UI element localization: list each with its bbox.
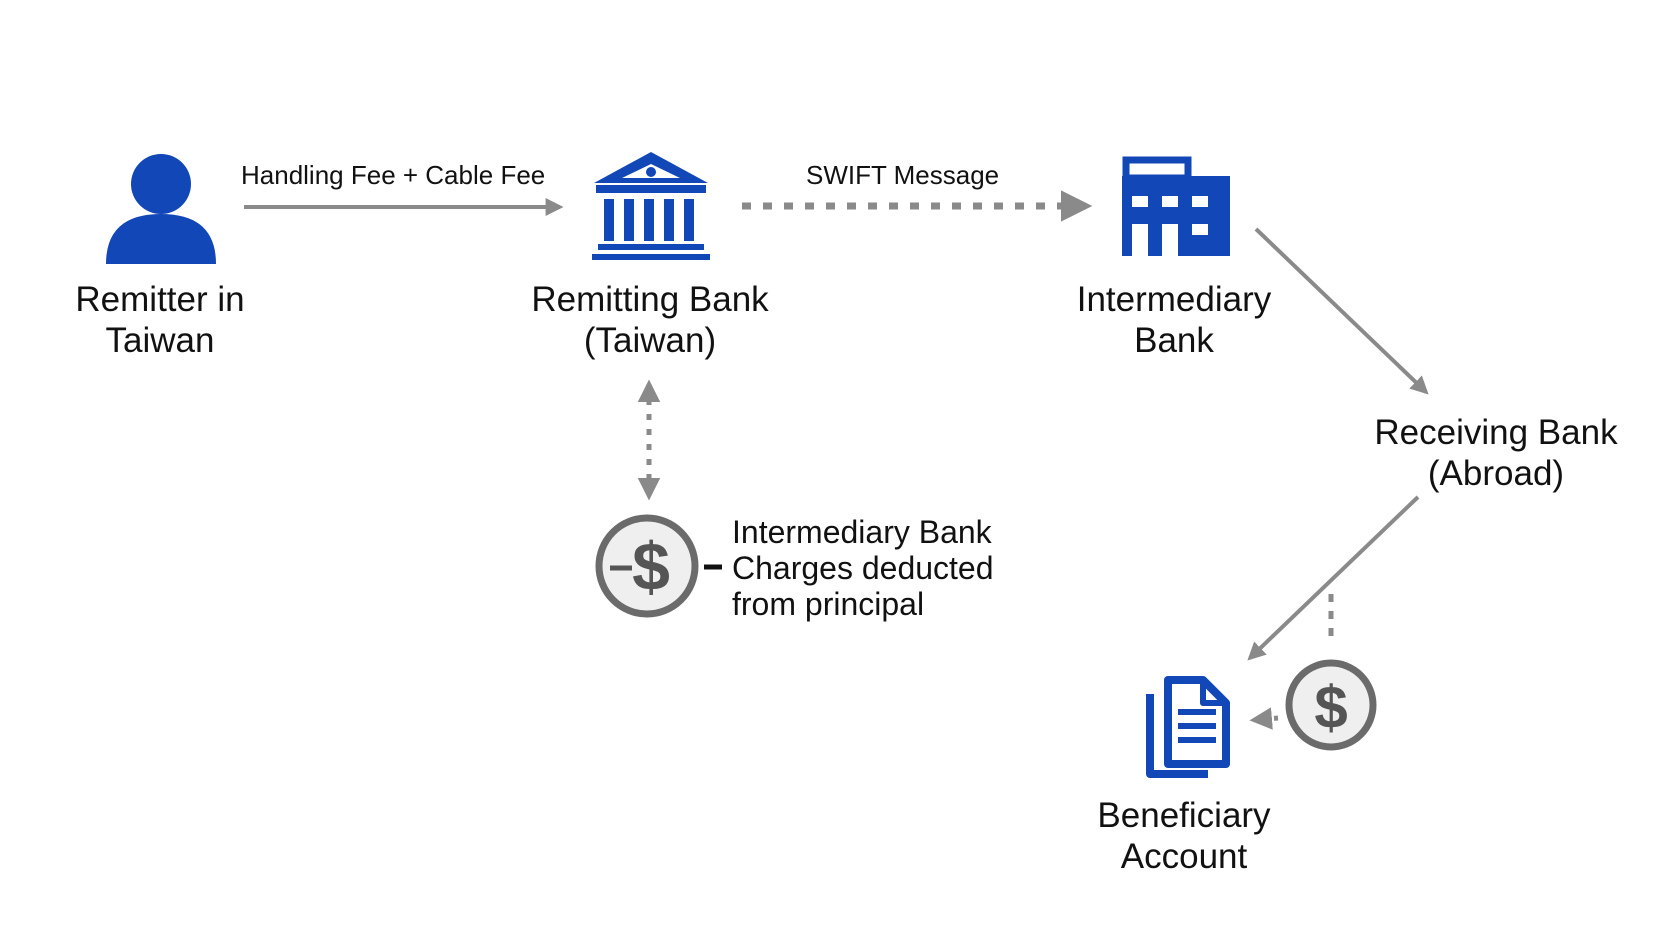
dollar-coin-icon: $ <box>1285 659 1377 751</box>
swift-edge-label: SWIFT Message <box>806 160 1000 190</box>
coin-to-account-arrow <box>1249 707 1279 730</box>
dollar-minus-coin-icon: $ <box>595 514 699 618</box>
receiving-bank-label: Receiving Bank(Abroad) <box>1374 413 1618 493</box>
office-building-icon <box>1122 156 1230 256</box>
bank-icon <box>592 152 710 260</box>
remitting-bank-label: Remitting Bank(Taiwan) <box>531 280 769 360</box>
deduction-note: Intermediary Bank Charges deducted from … <box>732 514 994 622</box>
svg-text:$: $ <box>1314 674 1347 741</box>
document-icon <box>1146 676 1230 778</box>
receiving-to-beneficiary-arrow <box>1247 495 1420 661</box>
svg-text:$: $ <box>632 529 670 605</box>
person-icon <box>106 154 216 264</box>
intermediary-to-receiving-arrow <box>1254 227 1429 395</box>
fees-edge-label: Handling Fee + Cable Fee <box>241 160 546 190</box>
